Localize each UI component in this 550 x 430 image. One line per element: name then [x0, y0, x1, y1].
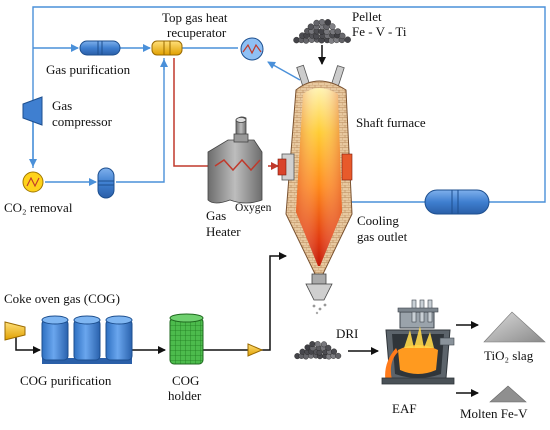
- pellet-formula-label: Fe - V - Ti: [352, 24, 407, 39]
- cooling-label-1: Cooling: [357, 213, 399, 228]
- gas-purification-label: Gas purification: [46, 62, 131, 77]
- buffer-vessel: [97, 167, 115, 199]
- oxygen-label: Oxygen: [235, 202, 272, 214]
- cog-lines: [15, 252, 479, 397]
- shaft-furnace: [277, 64, 353, 315]
- cog-holder-label-2: holder: [168, 388, 202, 403]
- co2-removal-label: CO₂ removal: [4, 200, 73, 215]
- gas-heater-label-2: Heater: [206, 224, 241, 239]
- eaf-label: EAF: [392, 401, 417, 416]
- hot-gas-lines: [173, 58, 279, 170]
- gas-heater: [207, 116, 263, 204]
- co2-removal-unit: [22, 171, 44, 193]
- cog-holder-label-1: COG: [172, 373, 199, 388]
- pellet-label: Pellet: [352, 9, 382, 24]
- eaf-icon: [381, 299, 455, 385]
- dri-label: DRI: [336, 326, 358, 341]
- recuperator-unit: [151, 40, 183, 56]
- gas-heater-label-1: Gas: [206, 208, 226, 223]
- shaft-furnace-label: Shaft furnace: [356, 115, 426, 130]
- molten-fev-label: Molten Fe-V: [460, 406, 528, 421]
- molten-fev-pile: [489, 385, 527, 403]
- pellet-pile-icon: [293, 19, 351, 44]
- cog-source-label: Coke oven gas (COG): [4, 291, 120, 306]
- cog-injector-valve: [247, 343, 264, 357]
- cooling-label-2: gas outlet: [357, 229, 408, 244]
- gas-compressor-label-1: Gas: [52, 98, 72, 113]
- tio2-slag-pile: [483, 311, 546, 343]
- cog-purification-label: COG purification: [20, 373, 112, 388]
- cog-holder: [169, 313, 204, 365]
- tio2-slag-label: TiO₂ slag: [484, 348, 534, 363]
- gas-compressor-label-2: compressor: [52, 114, 113, 129]
- heat-exchanger-icon: [240, 37, 264, 61]
- compressor-icon: [22, 96, 43, 126]
- top-gas-heat-label: Top gas heat: [162, 10, 228, 25]
- dri-pile-icon: [294, 341, 342, 360]
- cooling-gas-vessel: [424, 189, 490, 215]
- gas-purification-vessel: [79, 40, 121, 56]
- recuperator-label: recuperator: [167, 25, 227, 40]
- valve-icon: [4, 321, 26, 341]
- cog-purification-tanks: [41, 315, 133, 364]
